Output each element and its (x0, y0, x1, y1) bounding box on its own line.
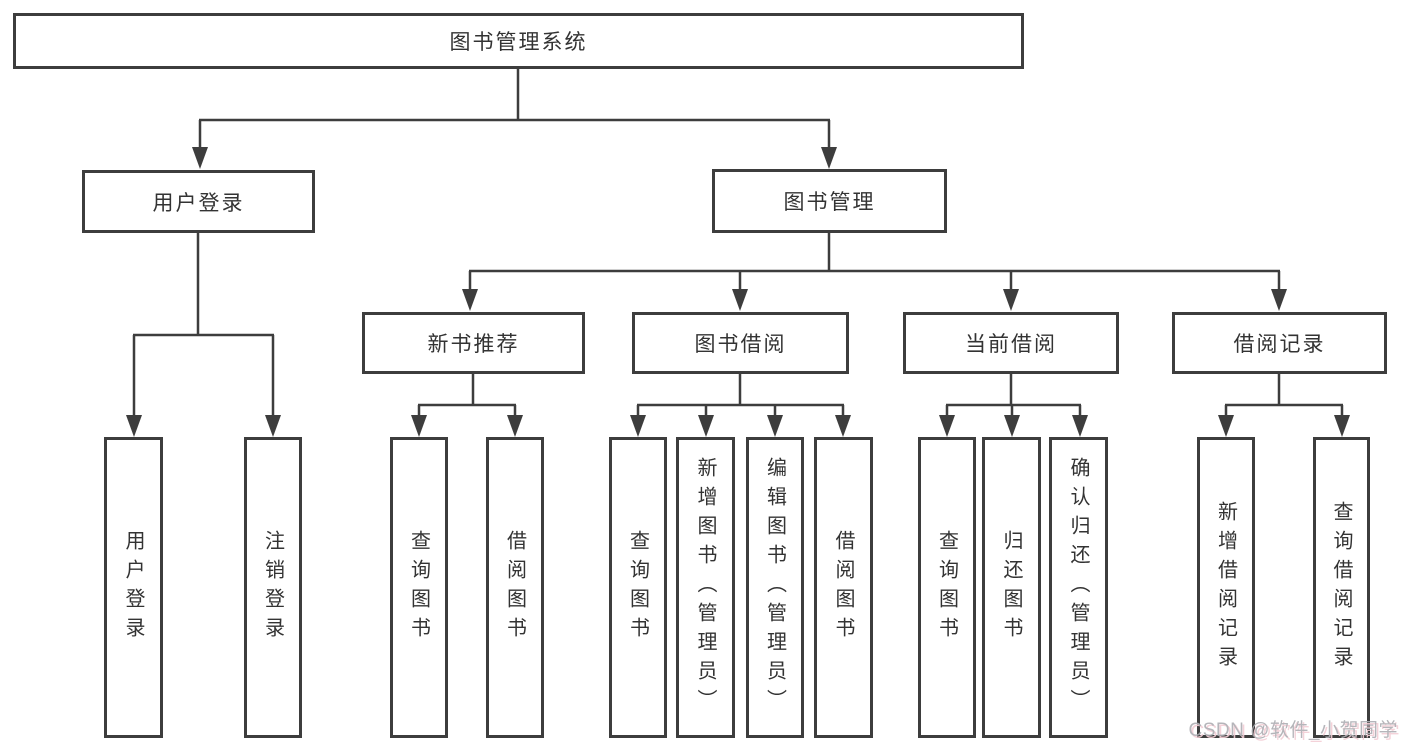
group-user-login-connector (132, 232, 275, 417)
group-borrow-records-connector (1224, 373, 1344, 417)
node-library-management-system: 图书管理系统 (13, 13, 1024, 69)
arrowhead (411, 415, 427, 437)
arrowheads (126, 147, 1350, 437)
leaf-query-borrow-record: 查询借阅记录 (1313, 437, 1370, 738)
node-borrowing-records: 借阅记录 (1172, 312, 1387, 374)
leaf-edit-book-admin: 编辑图书（管理员） (746, 437, 804, 738)
arrowhead (698, 415, 714, 437)
arrowhead (1271, 289, 1287, 311)
csdn-watermark: CSDN @软件_小贺同学 (1188, 720, 1398, 741)
leaf-add-borrow-record: 新增借阅记录 (1197, 437, 1255, 738)
node-user-login-branch: 用户登录 (82, 170, 315, 233)
leaf-query-books-borrowing: 查询图书 (609, 437, 667, 738)
node-current-borrowing: 当前借阅 (903, 312, 1119, 374)
leaf-query-books-current: 查询图书 (918, 437, 976, 738)
arrowhead (939, 415, 955, 437)
arrowhead (1004, 415, 1020, 437)
leaf-query-books-recommend: 查询图书 (390, 437, 448, 738)
arrowhead (192, 147, 208, 169)
arrowhead (126, 415, 142, 437)
arrowhead (1003, 289, 1019, 311)
leaf-add-book-admin: 新增图书（管理员） (676, 437, 735, 738)
arrowhead (462, 289, 478, 311)
node-book-management-branch: 图书管理 (712, 169, 947, 233)
arrowhead (732, 289, 748, 311)
group-new-book-connector (417, 373, 517, 417)
group-book-borrow-connector (636, 373, 845, 417)
leaf-confirm-return-admin: 确认归还（管理员） (1049, 437, 1108, 738)
arrowhead (507, 415, 523, 437)
arrowhead (265, 415, 281, 437)
arrowhead (767, 415, 783, 437)
leaf-logout: 注销登录 (244, 437, 302, 738)
leaf-user-login: 用户登录 (104, 437, 163, 738)
node-book-borrowing: 图书借阅 (632, 312, 849, 374)
leaf-return-books: 归还图书 (982, 437, 1041, 738)
arrowhead (1334, 415, 1350, 437)
node-new-book-recommendation: 新书推荐 (362, 312, 585, 374)
arrowhead (835, 415, 851, 437)
leaf-borrow-books-recommend: 借阅图书 (486, 437, 544, 738)
level3-connector (468, 232, 1281, 292)
leaf-borrow-books-borrowing: 借阅图书 (814, 437, 873, 738)
root-connector (198, 68, 831, 150)
arrowhead (630, 415, 646, 437)
arrowhead (1218, 415, 1234, 437)
arrowhead (1072, 415, 1088, 437)
group-current-borrow-connector (945, 373, 1082, 417)
arrowhead (821, 147, 837, 169)
